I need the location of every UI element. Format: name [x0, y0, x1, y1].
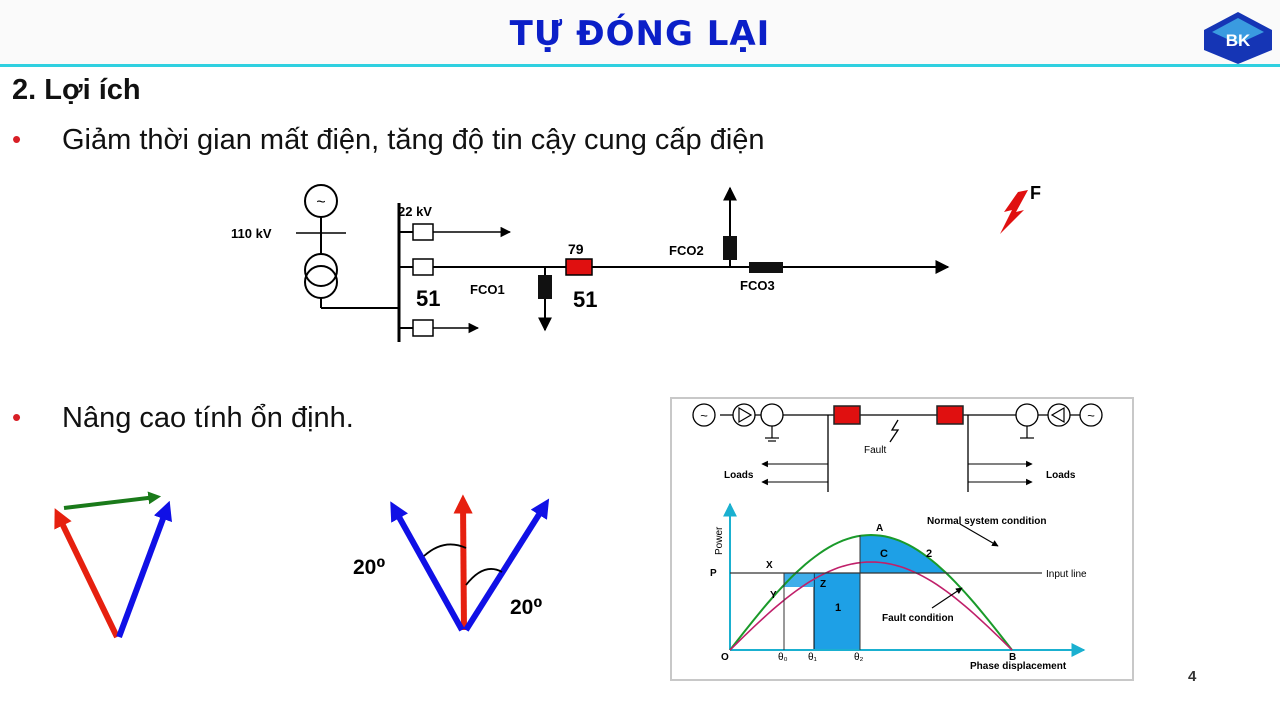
normal-pointer [959, 523, 999, 547]
header-divider [0, 64, 1280, 67]
source-left-symbol: ~ [700, 408, 708, 423]
fco3-label: FCO3 [740, 278, 775, 293]
blue-phasor [116, 500, 172, 639]
y-axis-label: Power [714, 526, 725, 555]
fco1-label: FCO1 [470, 282, 505, 297]
relay-79-label: 79 [568, 241, 584, 257]
fault-text: Fault [864, 445, 886, 456]
bullet-item-1: • Giảm thời gian mất điện, tăng độ tin c… [12, 124, 765, 157]
blue-phasor-right [463, 498, 550, 632]
fco2-label: FCO2 [669, 243, 704, 258]
source-left-icon [692, 403, 716, 427]
section-heading: 2. Lợi ích [12, 74, 141, 106]
loads-right-label: Loads [1046, 470, 1076, 481]
fco3-fuse [749, 262, 783, 273]
fault-label: F [1030, 183, 1041, 203]
generator-symbol: ~ [316, 194, 325, 211]
fault-condition-curve [729, 561, 1013, 651]
theta1-label: θ₁ [808, 652, 818, 663]
slide-header: TỰ ĐÓNG LẠI BK [0, 0, 1280, 64]
point-a-label: A [876, 523, 883, 534]
red-phasor-center [453, 494, 473, 631]
area-2-label: 2 [926, 548, 932, 560]
input-line-label: Input line [1046, 569, 1087, 580]
logo-text: BK [1226, 31, 1251, 50]
bullet-dot: • [12, 124, 22, 154]
bullet-item-2: • Nâng cao tính ổn định. [12, 402, 354, 435]
decelerating-area [860, 535, 982, 573]
p-label: P [710, 568, 717, 579]
angle-arc-left [423, 543, 467, 557]
feeder-breaker-bottom [412, 319, 434, 337]
green-phasor [63, 491, 162, 510]
relay-51-feeder-label: 51 [573, 287, 597, 312]
bullet-dot: • [12, 402, 22, 432]
red-phasor [54, 508, 120, 639]
lightning-fault-icon [1000, 190, 1028, 234]
normal-condition-curve [729, 533, 1013, 651]
angle-label-right: 20⁰ [510, 596, 543, 619]
theta0-label: θ₀ [778, 652, 788, 663]
bullet-text-1: Giảm thời gian mất điện, tăng độ tin cậy… [62, 124, 765, 156]
fco1-fuse [538, 275, 552, 299]
point-y-label: Y [770, 590, 777, 601]
slide-title: TỰ ĐÓNG LẠI [509, 14, 771, 54]
phasor-diagrams: 20⁰ 20⁰ [54, 491, 550, 639]
relay-51-main-label: 51 [416, 286, 440, 311]
feeder-breaker-top [412, 223, 434, 241]
fault-pointer [931, 587, 963, 609]
breaker-left [833, 405, 861, 425]
fco2-fuse [723, 236, 737, 260]
x-axis-label: Phase displacement [970, 661, 1067, 672]
accelerating-area [813, 572, 861, 651]
transformer-icon [304, 253, 338, 287]
area-1-label: 1 [835, 602, 841, 614]
breaker-right [936, 405, 964, 425]
source-voltage-label: 110 kV [231, 226, 272, 241]
theta2-label: θ₂ [854, 652, 864, 663]
bullet-text-2: Nâng cao tính ổn định. [62, 402, 354, 434]
source-right-icon [1079, 403, 1103, 427]
point-b-label: B [1009, 652, 1016, 663]
point-z-label: Z [820, 579, 826, 590]
origin-label: O [721, 652, 729, 663]
single-line-diagram: ~ 110 kV 22 kV 79 51 51 FCO1 FCO2 FCO3 F [231, 183, 1041, 342]
blue-phasor-left [390, 501, 465, 632]
loads-left-label: Loads [724, 470, 754, 481]
point-c-label: C [880, 548, 888, 560]
recloser-breaker [565, 258, 593, 276]
angle-arc-right [465, 568, 503, 586]
source-right-symbol: ~ [1087, 408, 1095, 423]
feeder-breaker-main [412, 258, 434, 276]
fault-curve-label: Fault condition [882, 613, 954, 624]
point-x-label: X [766, 560, 773, 571]
bus-voltage-label: 22 kV [398, 204, 432, 219]
bk-logo-icon: BK [1204, 12, 1272, 64]
stability-diagram: ~ ~ Loads Loads Fault [692, 403, 1103, 492]
page-number: 4 [1188, 668, 1197, 685]
normal-curve-label: Normal system condition [927, 516, 1046, 527]
fault-bolt-icon [889, 419, 900, 443]
angle-label-left: 20⁰ [353, 556, 386, 579]
